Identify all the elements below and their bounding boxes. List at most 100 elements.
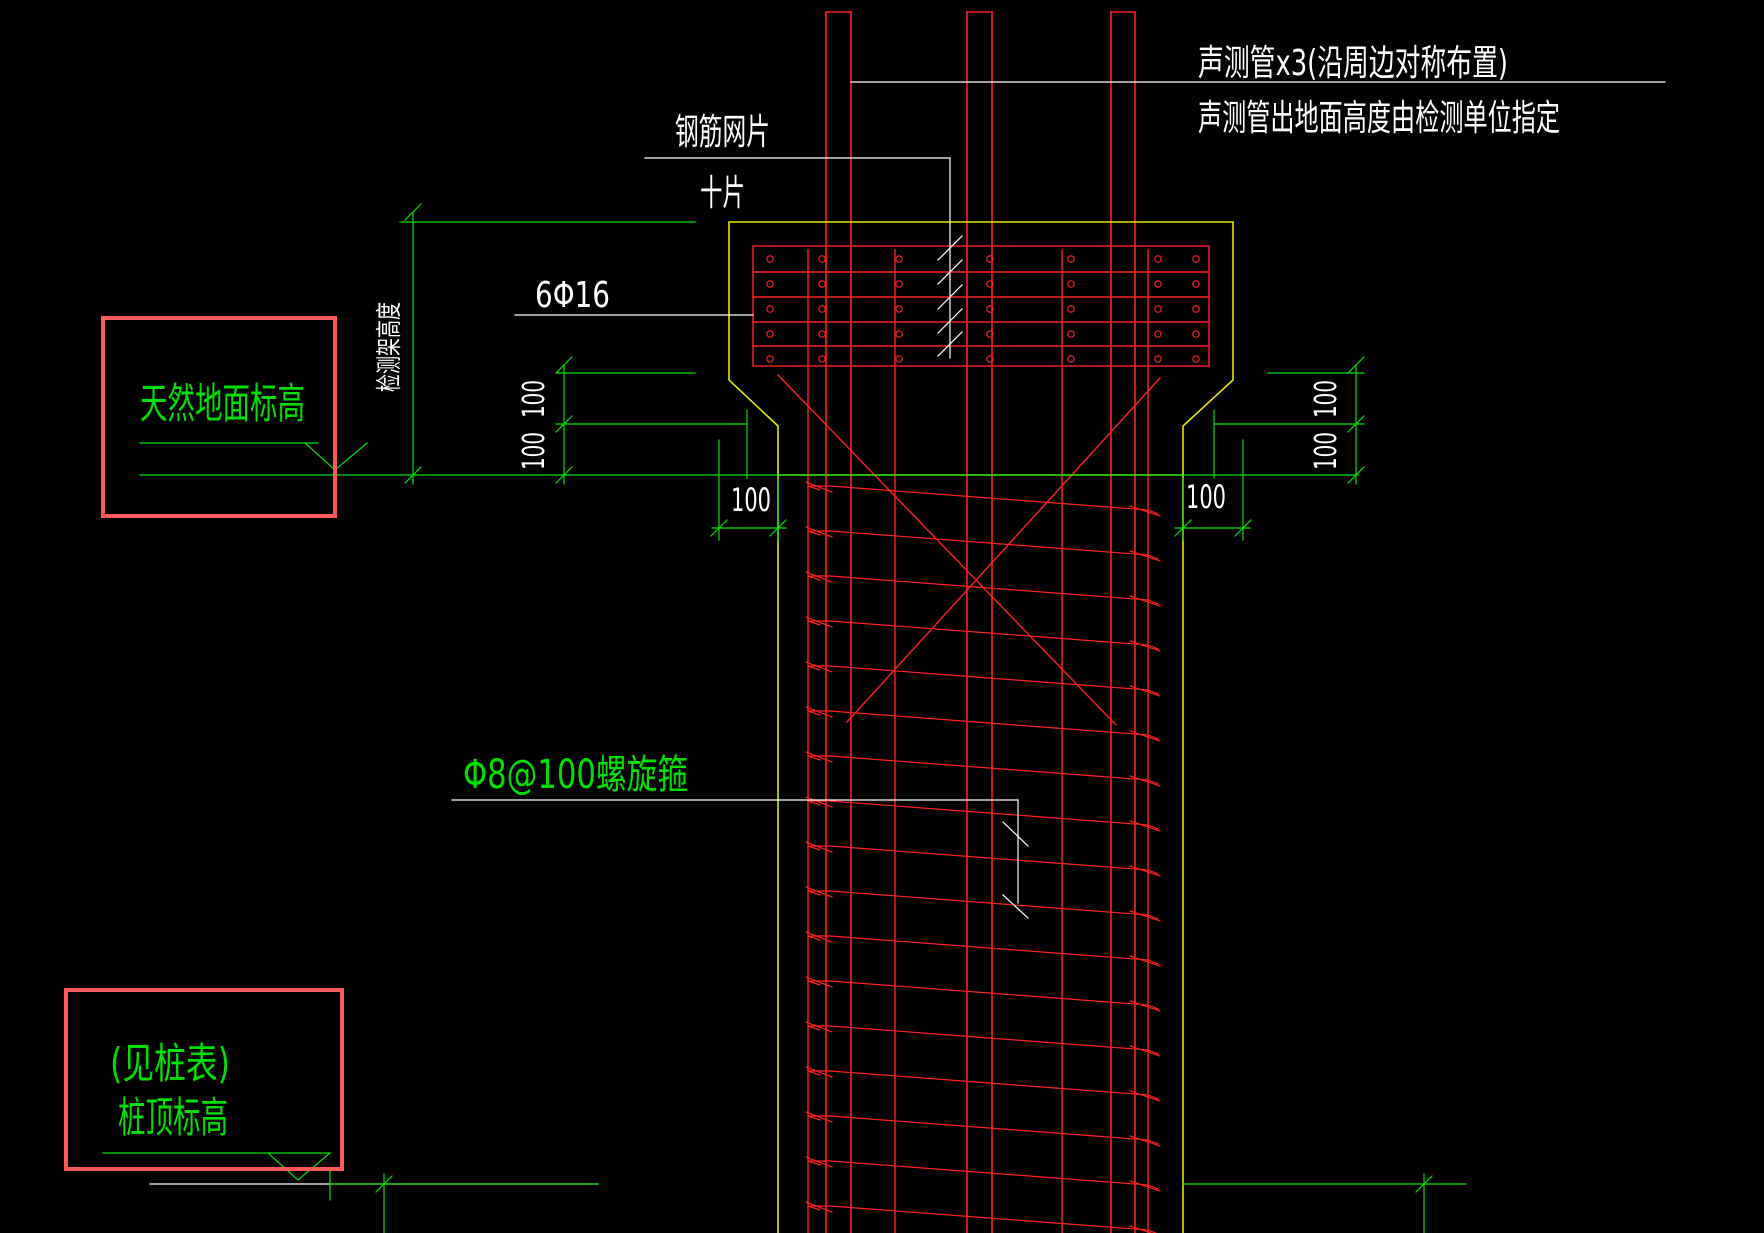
mesh-count-label: 十片 — [700, 173, 745, 214]
main-bars — [807, 249, 1149, 1233]
mesh-bar-dot — [818, 255, 826, 263]
mesh-bar-dot — [818, 280, 826, 288]
mesh-bar-dot — [986, 330, 994, 338]
spiral-stirrup-label: Φ8@100螺旋箍 — [463, 752, 688, 798]
spiral-turn — [807, 530, 1159, 560]
mesh-bar-dot — [766, 280, 774, 288]
mesh-bar-dot — [895, 330, 903, 338]
spiral-tick — [805, 1066, 833, 1078]
spiral-tick — [805, 886, 833, 898]
spiral-turn — [807, 665, 1159, 695]
spiral-tick — [805, 706, 833, 718]
spiral-turn — [807, 890, 1159, 920]
spiral-tick — [805, 1201, 833, 1213]
rebar-mesh — [752, 245, 1210, 367]
sonic-tube-label: 声测管x3(沿周边对称布置) — [1198, 43, 1508, 84]
spiral-turn — [807, 1205, 1158, 1233]
mesh-bar-dot — [895, 355, 903, 363]
mesh-bar-dot — [986, 255, 994, 263]
spiral-tick — [805, 526, 833, 538]
spiral-tick — [1129, 865, 1161, 877]
spiral-tick — [1129, 820, 1161, 832]
spiral-tick — [805, 571, 833, 583]
spiral-tick — [805, 931, 833, 943]
spiral-tick — [1129, 775, 1161, 787]
sonic-tubes — [825, 11, 1136, 1233]
mesh-bar-dot — [1192, 355, 1200, 363]
mesh-bar-dot — [1067, 355, 1075, 363]
dim-left-upper: 100 — [517, 380, 552, 418]
spiral-turn — [807, 845, 1159, 875]
spiral-turn — [807, 1115, 1159, 1145]
mesh-bar-dot — [766, 305, 774, 313]
mesh-bar-dot — [1154, 305, 1162, 313]
pile-top-label: 桩顶标高 — [118, 1093, 228, 1142]
spiral-tick — [1129, 730, 1161, 742]
spiral-tick — [805, 481, 833, 493]
mesh-bar-dot — [895, 305, 903, 313]
spiral-turn — [807, 710, 1159, 740]
inspect-height-label: 检测架高度 — [375, 302, 405, 392]
mesh-bar-dot — [766, 355, 774, 363]
spiral-turn — [807, 620, 1159, 650]
mesh-bar-dot — [895, 255, 903, 263]
spiral-turn — [807, 1025, 1159, 1055]
highlight-box-pile-top — [64, 988, 344, 1171]
mesh-bar-dot — [986, 355, 994, 363]
mesh-bar-dot — [895, 280, 903, 288]
sonic-tube-height-label: 声测管出地面高度由检测单位指定 — [1198, 98, 1560, 139]
dim-right-lower: 100 — [1309, 432, 1344, 470]
spiral-turn — [807, 1070, 1159, 1100]
spiral-turn — [807, 980, 1159, 1010]
mesh-bar-dot — [1154, 355, 1162, 363]
dim-right-upper: 100 — [1309, 380, 1344, 418]
spiral-tick — [805, 1156, 833, 1168]
spiral-tick — [1129, 1135, 1161, 1147]
mesh-bar-dot — [986, 280, 994, 288]
mesh-bar-dot — [818, 355, 826, 363]
spiral-tick — [805, 616, 833, 628]
spiral-turn — [807, 485, 1159, 515]
diagonal-cross — [777, 374, 1161, 726]
natural-ground-label: 天然地面标高 — [140, 379, 305, 428]
spiral-tick — [805, 1111, 833, 1123]
mesh-bar-dot — [1067, 305, 1075, 313]
mesh-bar-dot — [1154, 330, 1162, 338]
spiral-turn — [807, 575, 1159, 605]
mesh-label: 钢筋网片 — [675, 112, 770, 153]
spiral-tick — [1129, 910, 1161, 922]
dim-right-width: 100 — [1186, 478, 1226, 516]
spiral-tick — [1129, 1225, 1153, 1233]
spiral-tick — [1129, 1000, 1161, 1012]
spiral-turn — [807, 935, 1159, 965]
spiral-tick — [805, 841, 833, 853]
spiral-tick — [1129, 595, 1161, 607]
spiral-tick — [805, 796, 833, 808]
highlight-box-ground — [101, 316, 337, 518]
spiral-tick — [1129, 1180, 1161, 1192]
main-bars-label: 6Φ16 — [535, 275, 610, 316]
spiral-tick — [1129, 955, 1161, 967]
mesh-bar-dot — [818, 330, 826, 338]
spiral-turn — [807, 800, 1159, 830]
mesh-bar-dot — [1067, 280, 1075, 288]
mesh-bar-dot — [1154, 255, 1162, 263]
spiral-tick — [805, 661, 833, 673]
mesh-bar-dot — [1067, 330, 1075, 338]
mesh-dots — [766, 255, 1200, 363]
mesh-bar-dot — [766, 255, 774, 263]
spiral-stirrups — [805, 481, 1161, 1233]
mesh-bar-dot — [1067, 255, 1075, 263]
spiral-tick — [1129, 685, 1161, 697]
spiral-tick — [1129, 550, 1161, 562]
spiral-turn — [807, 755, 1159, 785]
mesh-bar-dot — [1154, 280, 1162, 288]
spiral-tick — [1129, 505, 1161, 517]
leader-lines — [149, 81, 1666, 1185]
spiral-tick — [1129, 1045, 1161, 1057]
dim-left-lower: 100 — [517, 432, 552, 470]
spiral-turn — [807, 1160, 1159, 1190]
spiral-tick — [1129, 1090, 1161, 1102]
dimension-lines — [102, 203, 1467, 1233]
